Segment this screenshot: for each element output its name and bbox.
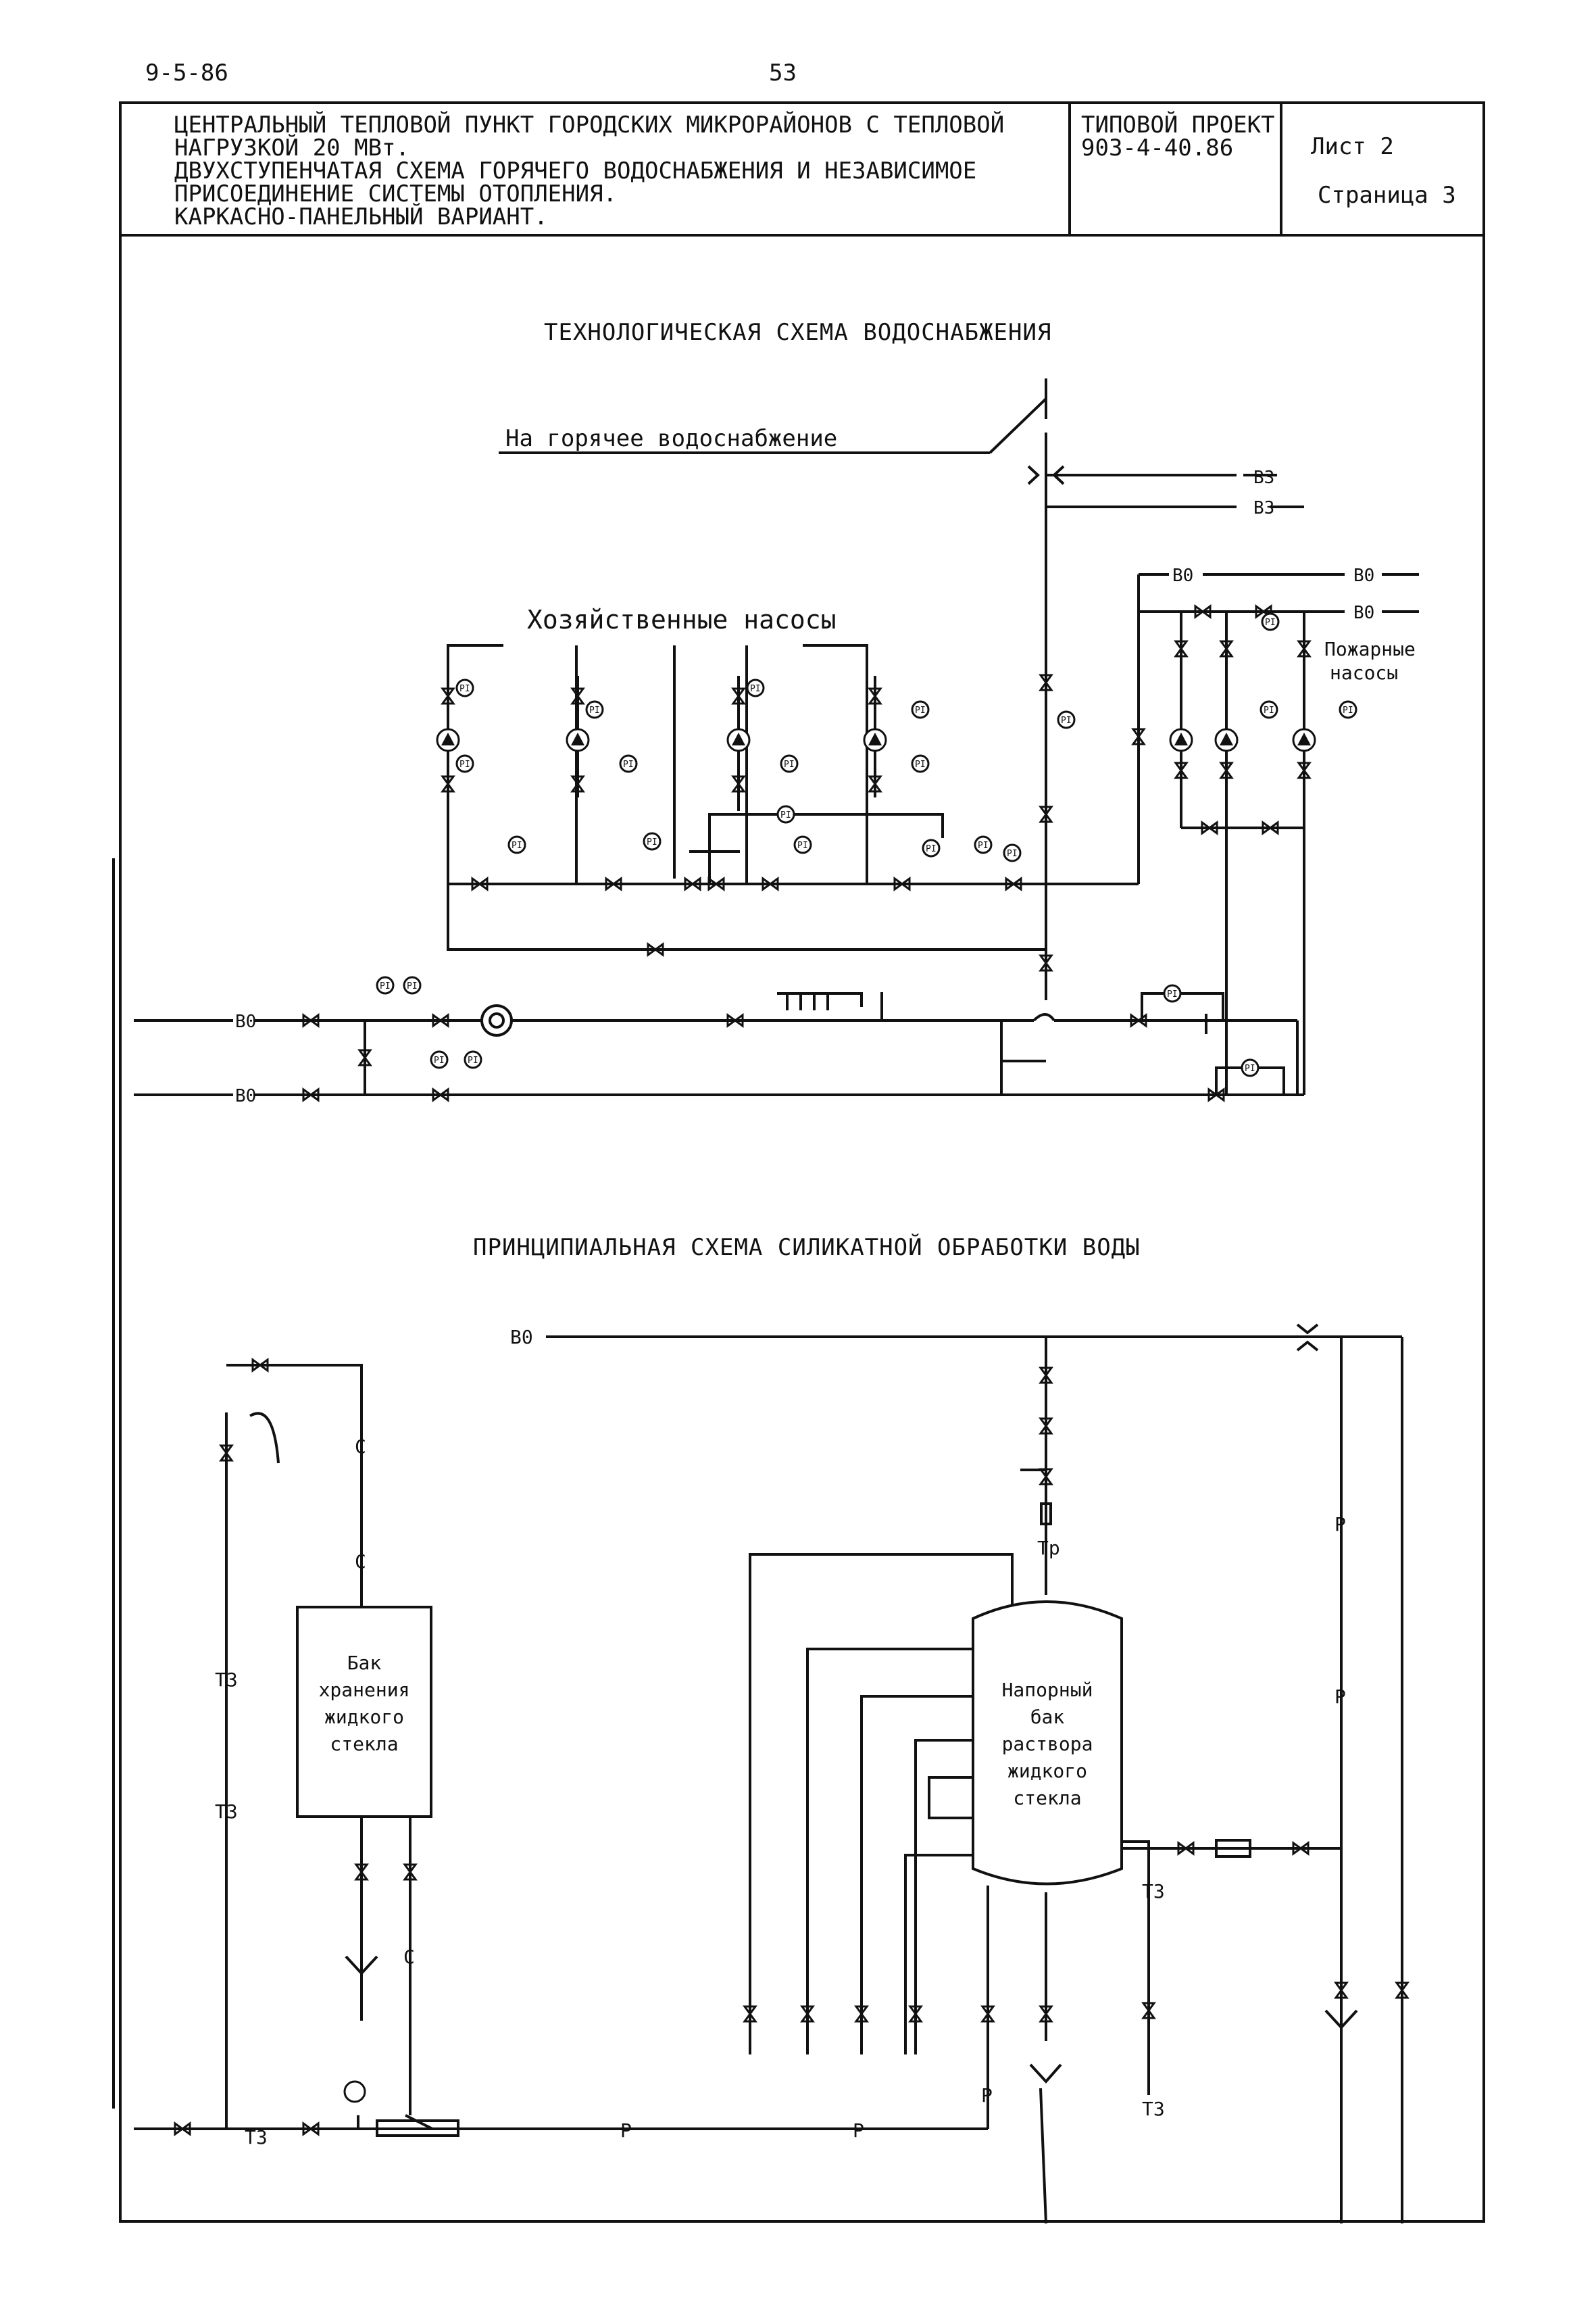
title-line: НАГРУЗКОЙ 20 МВт. [174,134,409,162]
line-label: Т3 [1142,2098,1165,2120]
line-label: С [355,1550,366,1573]
scheme1-labels: На горячее водоснабжение Хозяйственные н… [235,425,1416,1106]
drawing-frame [112,101,1485,2223]
line-label: Тр [1037,1537,1060,1559]
line-label: Р [1335,1685,1346,1708]
fire-pumps-label: насосы [1330,662,1398,684]
line-label: В0 [1353,566,1374,586]
project-number: 903-4-40.86 [1081,134,1234,162]
title-block-text: ЦЕНТРАЛЬНЫЙ ТЕПЛОВОЙ ПУНКТ ГОРОДСКИХ МИК… [174,114,1053,228]
line-label: В0 [235,1012,256,1032]
line-label: Т3 [1142,1880,1165,1902]
svg-text:жидкого: жидкого [1007,1760,1087,1782]
line-label: В3 [1253,468,1274,488]
svg-text:стекла: стекла [330,1733,398,1755]
document-code: 9-5-86 [145,59,228,87]
scheme1-title: ТЕХНОЛОГИЧЕСКАЯ СХЕМА ВОДОСНАБЖЕНИЯ [544,319,1052,346]
line-label: Р [853,2119,864,2142]
line-label: В0 [510,1326,533,1348]
line-label: В0 [1353,603,1374,623]
sheet-label: Лист 2 [1311,133,1394,160]
line-label: Т3 [215,1669,238,1691]
page-number: 53 [769,59,797,87]
svg-text:Бак: Бак [347,1652,382,1674]
pressure-tank-label: Напорный бак раствора жидкого стекла [1002,1679,1093,1809]
scheme2-title: ПРИНЦИПИАЛЬНАЯ СХЕМА СИЛИКАТНОЙ ОБРАБОТК… [473,1234,1141,1261]
project-label: ТИПОВОЙ ПРОЕКТ [1081,112,1275,139]
line-label: Р [981,2084,993,2107]
svg-text:Напорный: Напорный [1002,1679,1093,1701]
line-label: Р [1335,1513,1346,1535]
line-label: Т3 [245,2126,268,2148]
scheme2-silicate-treatment [134,1323,1403,2224]
title-line: ДВУХСТУПЕНЧАТАЯ СХЕМА ГОРЯЧЕГО ВОДОСНАБЖ… [174,157,977,184]
svg-text:жидкого: жидкого [324,1706,404,1728]
title-line: ЦЕНТРАЛЬНЫЙ ТЕПЛОВОЙ ПУНКТ ГОРОДСКИХ МИК… [174,112,1005,139]
storage-tank-label: Бак хранения жидкого стекла [319,1652,410,1755]
scheme1-valves [302,605,1311,1102]
line-label: Р [620,2119,632,2142]
svg-text:бак: бак [1030,1706,1065,1728]
gauge-icon [343,2080,366,2103]
fire-pumps-label: Пожарные [1324,638,1416,660]
title-line: КАРКАСНО-ПАНЕЛЬНЫЙ ВАРИАНТ. [174,203,548,230]
line-label: Т3 [215,1800,238,1823]
hot-water-label: На горячее водоснабжение [505,425,837,452]
line-label: В0 [1172,566,1193,586]
svg-text:стекла: стекла [1013,1787,1081,1809]
title-line: ПРИСОЕДИНЕНИЕ СИСТЕМЫ ОТОПЛЕНИЯ. [174,180,618,207]
line-label: В3 [1253,498,1274,518]
scheme2-labels: В0 С С С Т3 Т3 Т3 Т3 Т3 Тр Р Р Р Р Р [215,1326,1346,2148]
line-label: В0 [235,1086,256,1106]
svg-text:хранения: хранения [319,1679,410,1701]
household-pumps-label: Хозяйственные насосы [527,605,837,635]
svg-text:раствора: раствора [1002,1733,1093,1755]
line-label: С [403,1946,415,1968]
page-label: Страница 3 [1318,182,1456,209]
line-label: С [355,1435,366,1458]
pump-icon [436,728,1316,752]
